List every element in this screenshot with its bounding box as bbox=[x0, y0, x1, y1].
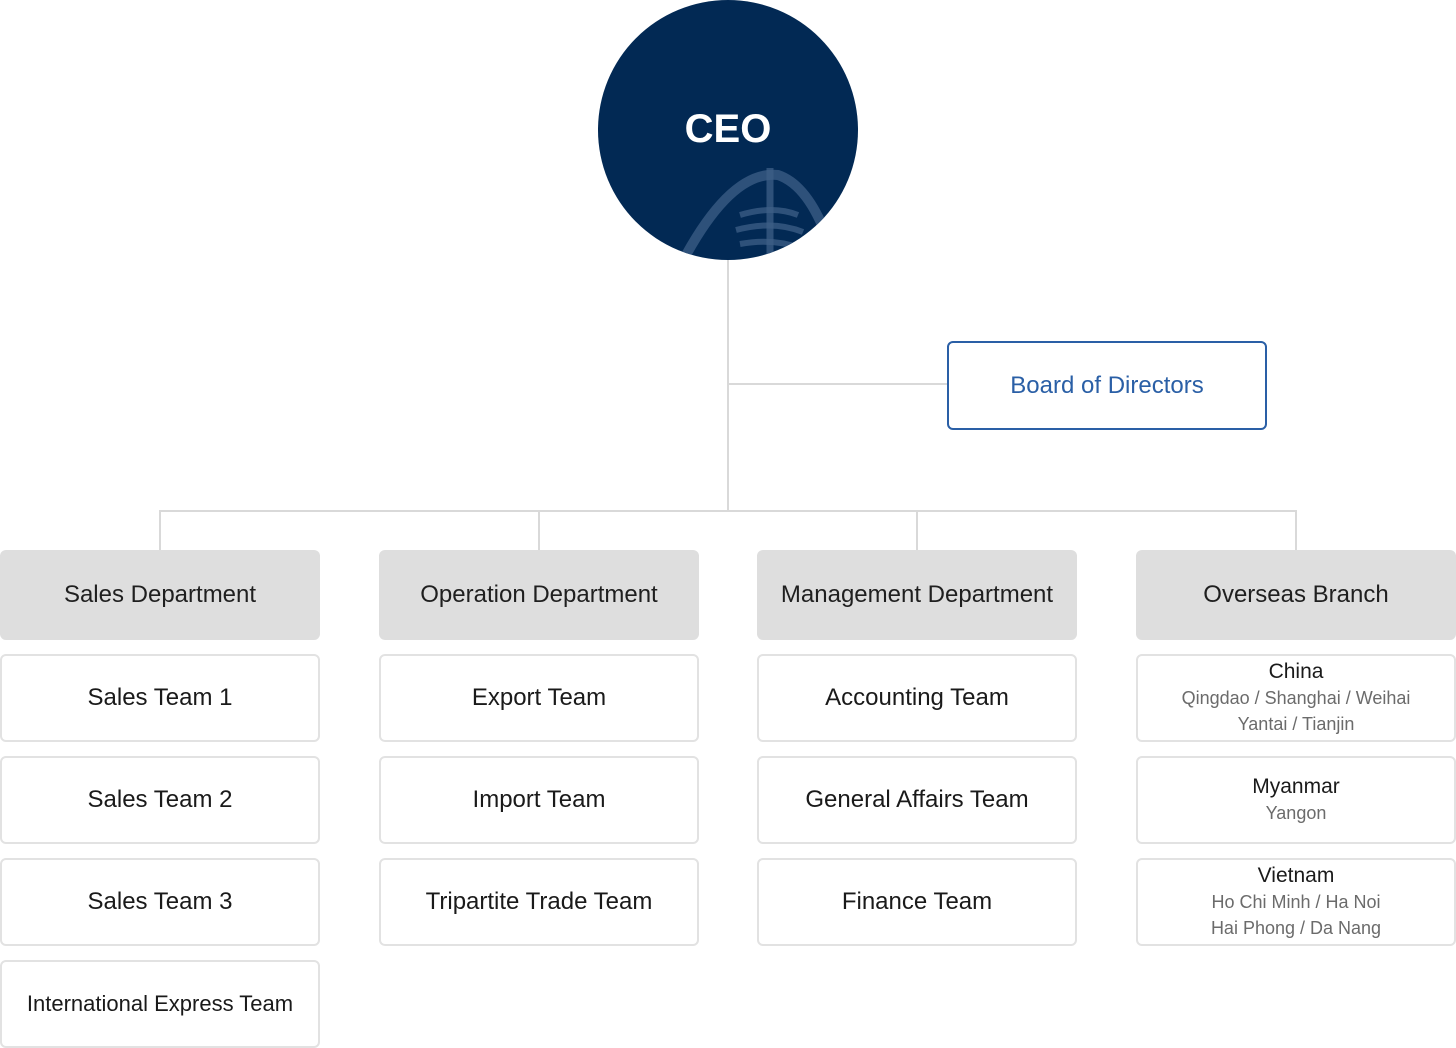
team-node: Finance Team bbox=[757, 858, 1077, 946]
department-label: Management Department bbox=[780, 581, 1054, 608]
branch-country: China bbox=[1268, 660, 1324, 683]
team-node: Sales Team 3 bbox=[0, 858, 320, 946]
team-label: Sales Team 3 bbox=[87, 888, 233, 915]
branch-cities: Qingdao / Shanghai / Weihai bbox=[1181, 688, 1411, 708]
branch-country: Vietnam bbox=[1257, 864, 1335, 887]
team-node: International Express Team bbox=[0, 960, 320, 1048]
sales-department-node: Sales Department bbox=[0, 550, 320, 640]
branch-cities: Yangon bbox=[1265, 803, 1327, 823]
team-label: Accounting Team bbox=[825, 684, 1009, 711]
team-node: Sales Team 1 bbox=[0, 654, 320, 742]
branch-node-myanmar: Myanmar Yangon bbox=[1136, 756, 1456, 844]
team-node: Import Team bbox=[379, 756, 699, 844]
ceo-node: CEO bbox=[598, 0, 858, 260]
team-node: General Affairs Team bbox=[757, 756, 1077, 844]
branch-country: Myanmar bbox=[1252, 775, 1340, 798]
team-label: International Express Team bbox=[26, 991, 294, 1016]
management-department-node: Management Department bbox=[757, 550, 1077, 640]
branch-cities: Ho Chi Minh / Ha Noi bbox=[1211, 892, 1381, 912]
operation-department-column: Operation Department Export Team Import … bbox=[379, 550, 699, 946]
branch-node-vietnam: Vietnam Ho Chi Minh / Ha Noi Hai Phong /… bbox=[1136, 858, 1456, 946]
branch-cities: Hai Phong / Da Nang bbox=[1210, 918, 1382, 938]
management-department-column: Management Department Accounting Team Ge… bbox=[757, 550, 1077, 946]
team-label: Sales Team 1 bbox=[87, 684, 233, 711]
overseas-branch-node: Overseas Branch bbox=[1136, 550, 1456, 640]
team-node: Accounting Team bbox=[757, 654, 1077, 742]
board-of-directors-label: Board of Directors bbox=[1010, 371, 1204, 399]
team-node: Sales Team 2 bbox=[0, 756, 320, 844]
team-label: Finance Team bbox=[841, 888, 993, 915]
board-of-directors-node: Board of Directors bbox=[947, 341, 1267, 430]
branch-node-china: China Qingdao / Shanghai / Weihai Yantai… bbox=[1136, 654, 1456, 742]
branch-cities: Yantai / Tianjin bbox=[1237, 714, 1355, 734]
team-label: General Affairs Team bbox=[805, 786, 1029, 813]
sales-department-column: Sales Department Sales Team 1 Sales Team… bbox=[0, 550, 320, 1048]
department-label: Overseas Branch bbox=[1203, 581, 1389, 608]
team-node: Tripartite Trade Team bbox=[379, 858, 699, 946]
department-label: Sales Department bbox=[63, 581, 257, 608]
team-label: Import Team bbox=[472, 786, 606, 813]
team-label: Export Team bbox=[471, 684, 607, 711]
operation-department-node: Operation Department bbox=[379, 550, 699, 640]
company-logo-watermark-icon bbox=[681, 168, 828, 260]
team-label: Sales Team 2 bbox=[87, 786, 233, 813]
ceo-label: CEO bbox=[684, 106, 772, 151]
team-label: Tripartite Trade Team bbox=[425, 888, 653, 915]
overseas-branch-column: Overseas Branch China Qingdao / Shanghai… bbox=[1136, 550, 1456, 946]
team-node: Export Team bbox=[379, 654, 699, 742]
department-label: Operation Department bbox=[420, 581, 658, 608]
